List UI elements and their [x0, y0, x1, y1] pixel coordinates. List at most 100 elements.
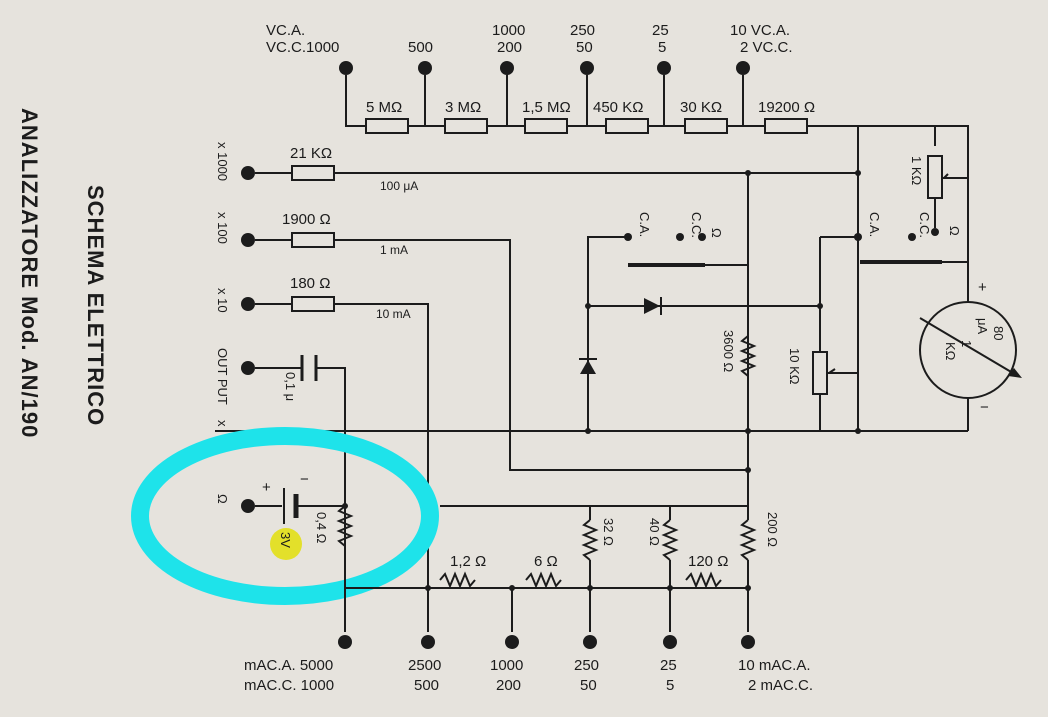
series-resistor-label-6: 19200 Ω — [758, 99, 815, 116]
left-resistors: 21 KΩ 1900 Ω 180 Ω 100 μA 1 mA 10 mA — [282, 145, 418, 321]
mid-switch-label-ca: C.A. — [637, 212, 652, 237]
terminal-x100 — [241, 233, 255, 247]
series-resistors: 5 MΩ 3 MΩ 1,5 MΩ 450 KΩ 30 KΩ 19200 Ω — [365, 99, 815, 134]
terminal-bottom-6 — [741, 635, 755, 649]
battery-minus: − — [300, 471, 309, 488]
mid-switch-label-cc: C.C. — [689, 212, 704, 238]
diodes — [579, 297, 821, 431]
pot-label: 1 KΩ — [909, 156, 924, 186]
top-terminal-6-line1: 10 VC.A. — [730, 22, 790, 39]
resistor-120ohm — [685, 571, 722, 589]
meter-label-80: 80 — [991, 326, 1006, 340]
meter-dial — [919, 301, 1017, 399]
bottom-resistor-label-1: 1,2 Ω — [450, 553, 486, 570]
resistor-180ohm — [291, 296, 335, 312]
capacitor-label: 0,1 μ — [283, 372, 298, 401]
resistor-3mohm — [444, 118, 488, 134]
bottom-terminal-3-line1: 1000 — [490, 657, 523, 674]
meter-label-ua: μA — [975, 318, 990, 334]
terminal-bottom-1 — [338, 635, 352, 649]
battery-label: 3V — [278, 532, 293, 548]
series-resistor-label-2: 3 MΩ — [445, 99, 481, 116]
title-line-1: SCHEMA ELETTRICO — [83, 185, 108, 426]
bottom-resistor-label-6: 200 Ω — [765, 512, 780, 547]
bottom-terminal-2-line2: 500 — [414, 677, 439, 694]
meter-label-1: 1 — [959, 340, 974, 347]
resistor-200ohm — [739, 519, 757, 561]
resistor-19200ohm — [764, 118, 808, 134]
left-terminal-labels: x 1000 x 100 x 10 OUT PUT x Ω — [215, 142, 230, 504]
terminal-x10 — [241, 297, 255, 311]
meter: 80 μA 1 KΩ + − — [919, 279, 1022, 431]
top-terminal-1-line1: VC.A. — [266, 22, 305, 39]
current-label-100ua: 100 μA — [380, 179, 418, 193]
terminal-top-5 — [657, 61, 671, 75]
bottom-resistor-label-5: 120 Ω — [688, 553, 728, 570]
bottom-terminal-6-line1: 10 mAC.A. — [738, 657, 811, 674]
resistor-1900ohm — [291, 232, 335, 248]
right-switch-label-ca: C.A. — [867, 212, 882, 237]
resistor-6ohm — [525, 571, 562, 589]
top-terminal-3-line1: 1000 — [492, 22, 525, 39]
resistor-40ohm — [661, 519, 679, 561]
bottom-terminal-labels: mAC.A. 5000 mAC.C. 1000 2500 500 1000 20… — [244, 657, 813, 694]
battery-marker-dot — [270, 528, 302, 560]
right-switch-label-cc: C.C. — [917, 212, 932, 238]
meter-label-kohm: KΩ — [943, 342, 958, 361]
terminal-top-2 — [418, 61, 432, 75]
left-label-x: x — [215, 420, 230, 427]
mid-resistor-label-1: 3600 Ω — [721, 330, 736, 373]
terminal-bottom-3 — [505, 635, 519, 649]
bottom-terminal-4-line2: 50 — [580, 677, 597, 694]
top-terminal-1-line2: VC.C.1000 — [266, 39, 339, 56]
terminal-output — [241, 361, 255, 375]
left-resistor-label-1: 21 KΩ — [290, 145, 332, 162]
bottom-terminal-1-line2: mAC.C. 1000 — [244, 677, 334, 694]
bottom-terminal-1-line1: mAC.A. 5000 — [244, 657, 333, 674]
title-line-2: ANALIZZATORE Mod. AN/190 — [17, 108, 42, 438]
terminal-top-1 — [339, 61, 353, 75]
right-switch-label-ohm: Ω — [947, 226, 962, 236]
series-resistor-label-4: 450 KΩ — [593, 99, 643, 116]
current-label-1ma: 1 mA — [380, 243, 408, 257]
battery: + − 3V 0,4 Ω — [255, 471, 354, 560]
bottom-terminal-2-line1: 2500 — [408, 657, 441, 674]
top-terminal-6-line2: 2 VC.C. — [740, 39, 793, 56]
top-terminal-labels: VC.A. VC.C.1000 500 1000 200 250 50 25 5… — [266, 22, 793, 56]
resistor-5mohm — [365, 118, 409, 134]
left-resistor-label-2: 1900 Ω — [282, 211, 331, 228]
bottom-chain-wires — [344, 173, 749, 632]
bottom-resistor-label-4: 40 Ω — [647, 518, 662, 546]
battery-plus: + — [262, 479, 271, 496]
right-pot: 1 KΩ — [857, 126, 968, 431]
left-label-x1000: x 1000 — [215, 142, 230, 181]
bottom-terminal-6-line2: 2 mAC.C. — [748, 677, 813, 694]
bottom-resistor-label-3: 32 Ω — [601, 518, 616, 546]
terminal-ohm — [241, 499, 255, 513]
left-terminals — [241, 166, 255, 513]
middle-switch: Ω C.C. C.A. — [587, 212, 748, 431]
resistor-450kohm — [605, 118, 649, 134]
left-resistor-label-3: 180 Ω — [290, 275, 330, 292]
resistor-1-2ohm — [439, 571, 476, 589]
left-label-ohm: Ω — [215, 494, 230, 504]
current-label-10ma: 10 mA — [376, 307, 411, 321]
resistor-30kohm — [684, 118, 728, 134]
top-terminals — [339, 61, 750, 75]
meter-minus: − — [980, 399, 989, 416]
meter-plus: + — [978, 279, 987, 296]
terminal-x1000 — [241, 166, 255, 180]
resistor-3600ohm: 3600 Ω — [721, 330, 757, 377]
top-terminal-4-line2: 50 — [576, 39, 593, 56]
bottom-terminal-4-line1: 250 — [574, 657, 599, 674]
terminal-bottom-5 — [663, 635, 677, 649]
resistor-21kohm — [291, 165, 335, 181]
resistor-1-5mohm — [524, 118, 568, 134]
mid-switch-label-ohm: Ω — [709, 228, 724, 238]
series-chain-wires — [345, 75, 969, 430]
terminal-bottom-4 — [583, 635, 597, 649]
bottom-terminal-5-line1: 25 — [660, 657, 677, 674]
battery-resistor-label: 0,4 Ω — [314, 512, 329, 544]
resistor-32ohm — [581, 519, 599, 561]
title-block: SCHEMA ELETTRICO ANALIZZATORE Mod. AN/19… — [17, 108, 108, 438]
